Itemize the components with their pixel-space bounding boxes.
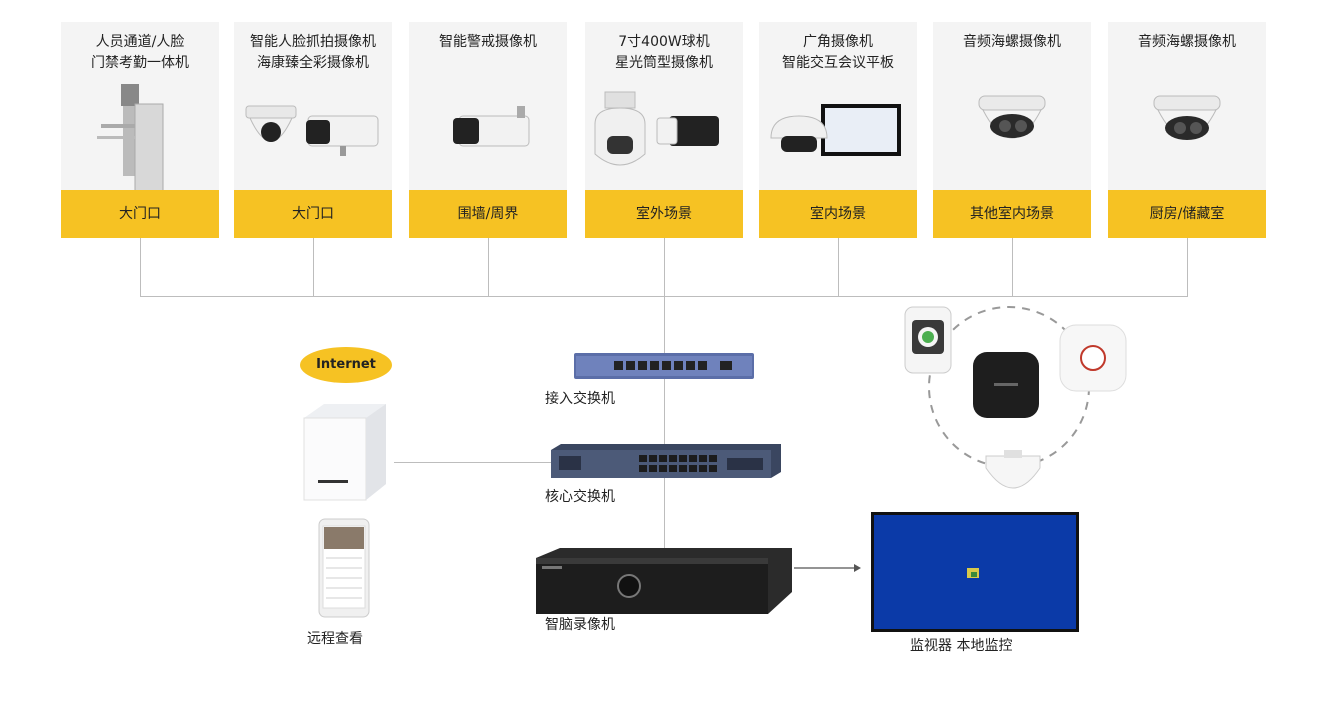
connector-line <box>140 238 141 296</box>
remote-view-label: 远程查看 <box>307 631 363 647</box>
camera-card-label: 室外场景 <box>585 190 743 238</box>
smart-hub-icon <box>973 352 1039 418</box>
access-switch-label: 接入交换机 <box>545 391 615 407</box>
camera-card-label: 大门口 <box>234 190 392 238</box>
camera-card-2: 智能人脸抓拍摄像机 海康臻全彩摄像机 大门口 <box>234 22 392 238</box>
camera-card-7: 音频海螺摄像机 厨房/储藏室 <box>1108 22 1266 238</box>
connector-line <box>1012 238 1013 296</box>
camera-card-label: 厨房/储藏室 <box>1108 190 1266 238</box>
core-switch-label: 核心交换机 <box>545 489 615 505</box>
access-switch-icon <box>574 353 754 379</box>
camera-card-title: 7寸400W球机 星光筒型摄像机 <box>615 34 713 71</box>
camera-card-title: 智能人脸抓拍摄像机 海康臻全彩摄像机 <box>250 34 376 71</box>
camera-card-title: 智能警戒摄像机 <box>439 34 537 50</box>
connector-line <box>838 238 839 296</box>
camera-card-3: 智能警戒摄像机 围墙/周界 <box>409 22 567 238</box>
dome-and-bullet-camera-icon <box>234 84 392 196</box>
connector-line <box>1187 238 1188 296</box>
nvr-icon <box>536 548 792 614</box>
connector-line <box>488 238 489 296</box>
internet-badge: Internet <box>300 347 392 383</box>
camera-card-title: 广角摄像机 智能交互会议平板 <box>782 34 894 71</box>
monitor-label: 监视器 本地监控 <box>910 638 1013 654</box>
nvr-label: 智脑录像机 <box>545 617 615 633</box>
camera-card-6: 音频海螺摄像机 其他室内场景 <box>933 22 1091 238</box>
core-switch-icon <box>551 444 781 478</box>
router-link-line <box>394 462 552 463</box>
camera-card-4: 7寸400W球机 星光筒型摄像机 室外场景 <box>585 22 743 238</box>
connector-line <box>664 238 665 296</box>
camera-card-5: 广角摄像机 智能交互会议平板 室内场景 <box>759 22 917 238</box>
wide-angle-camera-and-panel-icon <box>759 84 917 196</box>
camera-card-title: 音频海螺摄像机 <box>1138 34 1236 50</box>
router-icon <box>303 404 386 501</box>
turnstile-icon <box>61 84 219 207</box>
turret-camera-icon <box>933 84 1091 196</box>
camera-card-1: 人员通道/人脸 门禁考勤一体机 大门口 <box>61 22 219 238</box>
ptz-and-bullet-camera-icon <box>585 84 743 196</box>
smart-plug-icon <box>904 306 952 374</box>
turret-camera-icon <box>1108 84 1266 196</box>
alarm-button-icon <box>1059 324 1127 392</box>
sensor-icon <box>985 450 1041 489</box>
camera-card-label: 围墙/周界 <box>409 190 567 238</box>
camera-card-label: 室内场景 <box>759 190 917 238</box>
phone-icon <box>318 518 370 618</box>
camera-card-title: 人员通道/人脸 门禁考勤一体机 <box>91 34 189 71</box>
connector-line <box>313 238 314 296</box>
bullet-camera-icon <box>409 84 567 196</box>
camera-card-label: 其他室内场景 <box>933 190 1091 238</box>
monitor-icon <box>871 512 1079 632</box>
camera-card-title: 音频海螺摄像机 <box>963 34 1061 50</box>
trunk-line <box>664 296 665 550</box>
arrow-right-icon <box>794 564 861 572</box>
camera-card-label: 大门口 <box>61 190 219 238</box>
